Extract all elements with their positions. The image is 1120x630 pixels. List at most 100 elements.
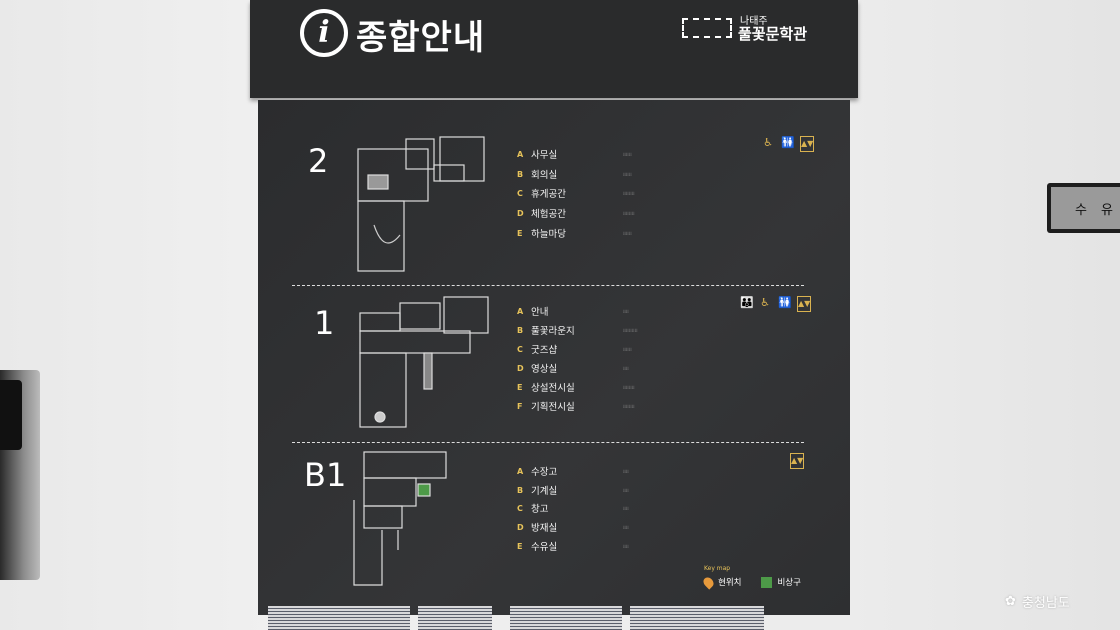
braille-text: ⠿⠿: [623, 487, 629, 493]
room-name: 풀꽃라운지: [531, 326, 575, 337]
room-letter: F: [517, 401, 523, 411]
sign-char: 유: [1100, 202, 1113, 218]
room-name: 수장고: [531, 467, 558, 478]
key-map-title: Key map: [704, 565, 731, 572]
room-letter: B: [517, 169, 524, 179]
room-letter: A: [517, 149, 524, 159]
accessible-icon: ♿: [763, 136, 773, 149]
emergency-exit-icon: [761, 576, 773, 588]
room-letter: C: [517, 344, 523, 354]
room-item: F 기획전시실 ⠿⠿⠿⠿: [517, 398, 635, 414]
room-letter: C: [517, 503, 523, 513]
accessible-icon: ♿: [760, 296, 770, 309]
key-map-legend: 현위치 비상구: [701, 574, 801, 590]
room-letter: D: [517, 208, 524, 218]
braille-text: ⠿⠿⠿⠿: [623, 190, 635, 196]
room-item: B 회의실 ⠿⠿⠿: [517, 166, 632, 182]
province-emblem-icon: ✿: [1005, 594, 1016, 609]
braille-text: ⠿⠿⠿: [623, 151, 632, 157]
room-name: 체험공간: [531, 209, 566, 220]
room-item: C 휴게공간 ⠿⠿⠿⠿: [517, 185, 635, 201]
room-name: 굿즈샵: [531, 345, 558, 356]
floor-plan-b1: [353, 451, 447, 586]
province-logo: ✿ 충청남도: [1005, 592, 1070, 611]
room-name: 기획전시실: [531, 402, 575, 413]
room-item: D 체험공간 ⠿⠿⠿⠿: [517, 205, 635, 221]
braille-text: ⠿⠿⠿⠿: [623, 384, 635, 390]
elevator-icon: ▲▼: [797, 296, 811, 312]
room-letter: C: [517, 188, 523, 198]
room-letter: D: [517, 522, 524, 532]
room-name: 회의실: [531, 170, 558, 181]
elevator-icon: ▲▼: [800, 136, 814, 152]
sign-char: 수: [1075, 202, 1087, 218]
braille-text: ⠿⠿: [623, 524, 629, 530]
room-letter: E: [517, 228, 523, 238]
restroom-icon: 🚻: [778, 296, 792, 309]
access-panel-screen: [0, 380, 22, 450]
location-pin-icon: [701, 574, 716, 590]
room-item: A 수장고 ⠿⠿: [517, 463, 629, 479]
room-name: 방재실: [531, 523, 558, 534]
room-letter: A: [517, 306, 524, 316]
braille-text: ⠿⠿: [623, 543, 629, 549]
info-icon: i: [300, 9, 348, 57]
brochure-stack[interactable]: [418, 606, 492, 630]
room-name: 안내: [531, 307, 549, 318]
family-restroom-icon: 👪: [740, 296, 754, 309]
legend-emergency-exit: 비상구: [777, 578, 801, 588]
braille-text: ⠿⠿⠿: [623, 230, 632, 236]
restroom-icon: 🚻: [781, 136, 795, 149]
floor-divider: [292, 442, 804, 443]
braille-text: ⠿⠿⠿⠿⠿: [623, 327, 638, 333]
room-item: A 사무실 ⠿⠿⠿: [517, 146, 632, 162]
room-item: B 풀꽃라운지 ⠿⠿⠿⠿⠿: [517, 322, 638, 338]
logo-mark-icon: [682, 18, 732, 38]
room-name: 영상실: [531, 364, 558, 375]
room-letter: A: [517, 466, 524, 476]
floor-plan-1: [359, 296, 489, 428]
sign-title: 종합안내: [356, 18, 486, 58]
room-name: 휴게공간: [531, 189, 566, 200]
elevator-icon: ▲▼: [790, 453, 804, 469]
floor-1-amenities: 👪 ♿ 🚻 ▲▼: [740, 296, 811, 312]
brochure-stack[interactable]: [630, 606, 764, 630]
floor-label: 2: [308, 142, 329, 180]
brochure-stack[interactable]: [510, 606, 622, 630]
sign-header: i 종합안내 나태주 풀꽃문학관: [250, 0, 858, 98]
floor-b1-amenities: ▲▼: [790, 453, 804, 469]
braille-text: ⠿⠿⠿⠿: [623, 210, 635, 216]
room-letter: B: [517, 325, 524, 335]
province-name: 충청남도: [1021, 596, 1070, 611]
room-item: C 창고 ⠿⠿: [517, 500, 629, 516]
room-name: 사무실: [531, 150, 558, 161]
braille-text: ⠿⠿⠿: [623, 171, 632, 177]
floor-plan-2: [357, 136, 485, 272]
logo-name: 풀꽃문학관: [738, 25, 808, 43]
floor-label: 1: [314, 304, 335, 342]
room-item: A 안내 ⠿⠿: [517, 303, 629, 319]
room-item: D 영상실 ⠿⠿: [517, 360, 629, 376]
floor-2-amenities: ♿ 🚻 ▲▼: [762, 136, 814, 152]
floor-label: B1: [304, 456, 347, 494]
braille-text: ⠿⠿⠿⠿: [623, 403, 635, 409]
room-name: 창고: [531, 504, 549, 515]
braille-text: ⠿⠿: [623, 468, 629, 474]
braille-text: ⠿⠿: [623, 505, 629, 511]
room-letter: D: [517, 363, 524, 373]
room-item: D 방재실 ⠿⠿: [517, 519, 629, 535]
brochure-stack[interactable]: [268, 606, 410, 630]
room-letter: B: [517, 485, 524, 495]
braille-text: ⠿⠿: [623, 365, 629, 371]
room-letter: E: [517, 382, 523, 392]
floor-divider: [292, 285, 804, 286]
door-access-panel: [0, 370, 40, 580]
braille-text: ⠿⠿: [623, 308, 629, 314]
